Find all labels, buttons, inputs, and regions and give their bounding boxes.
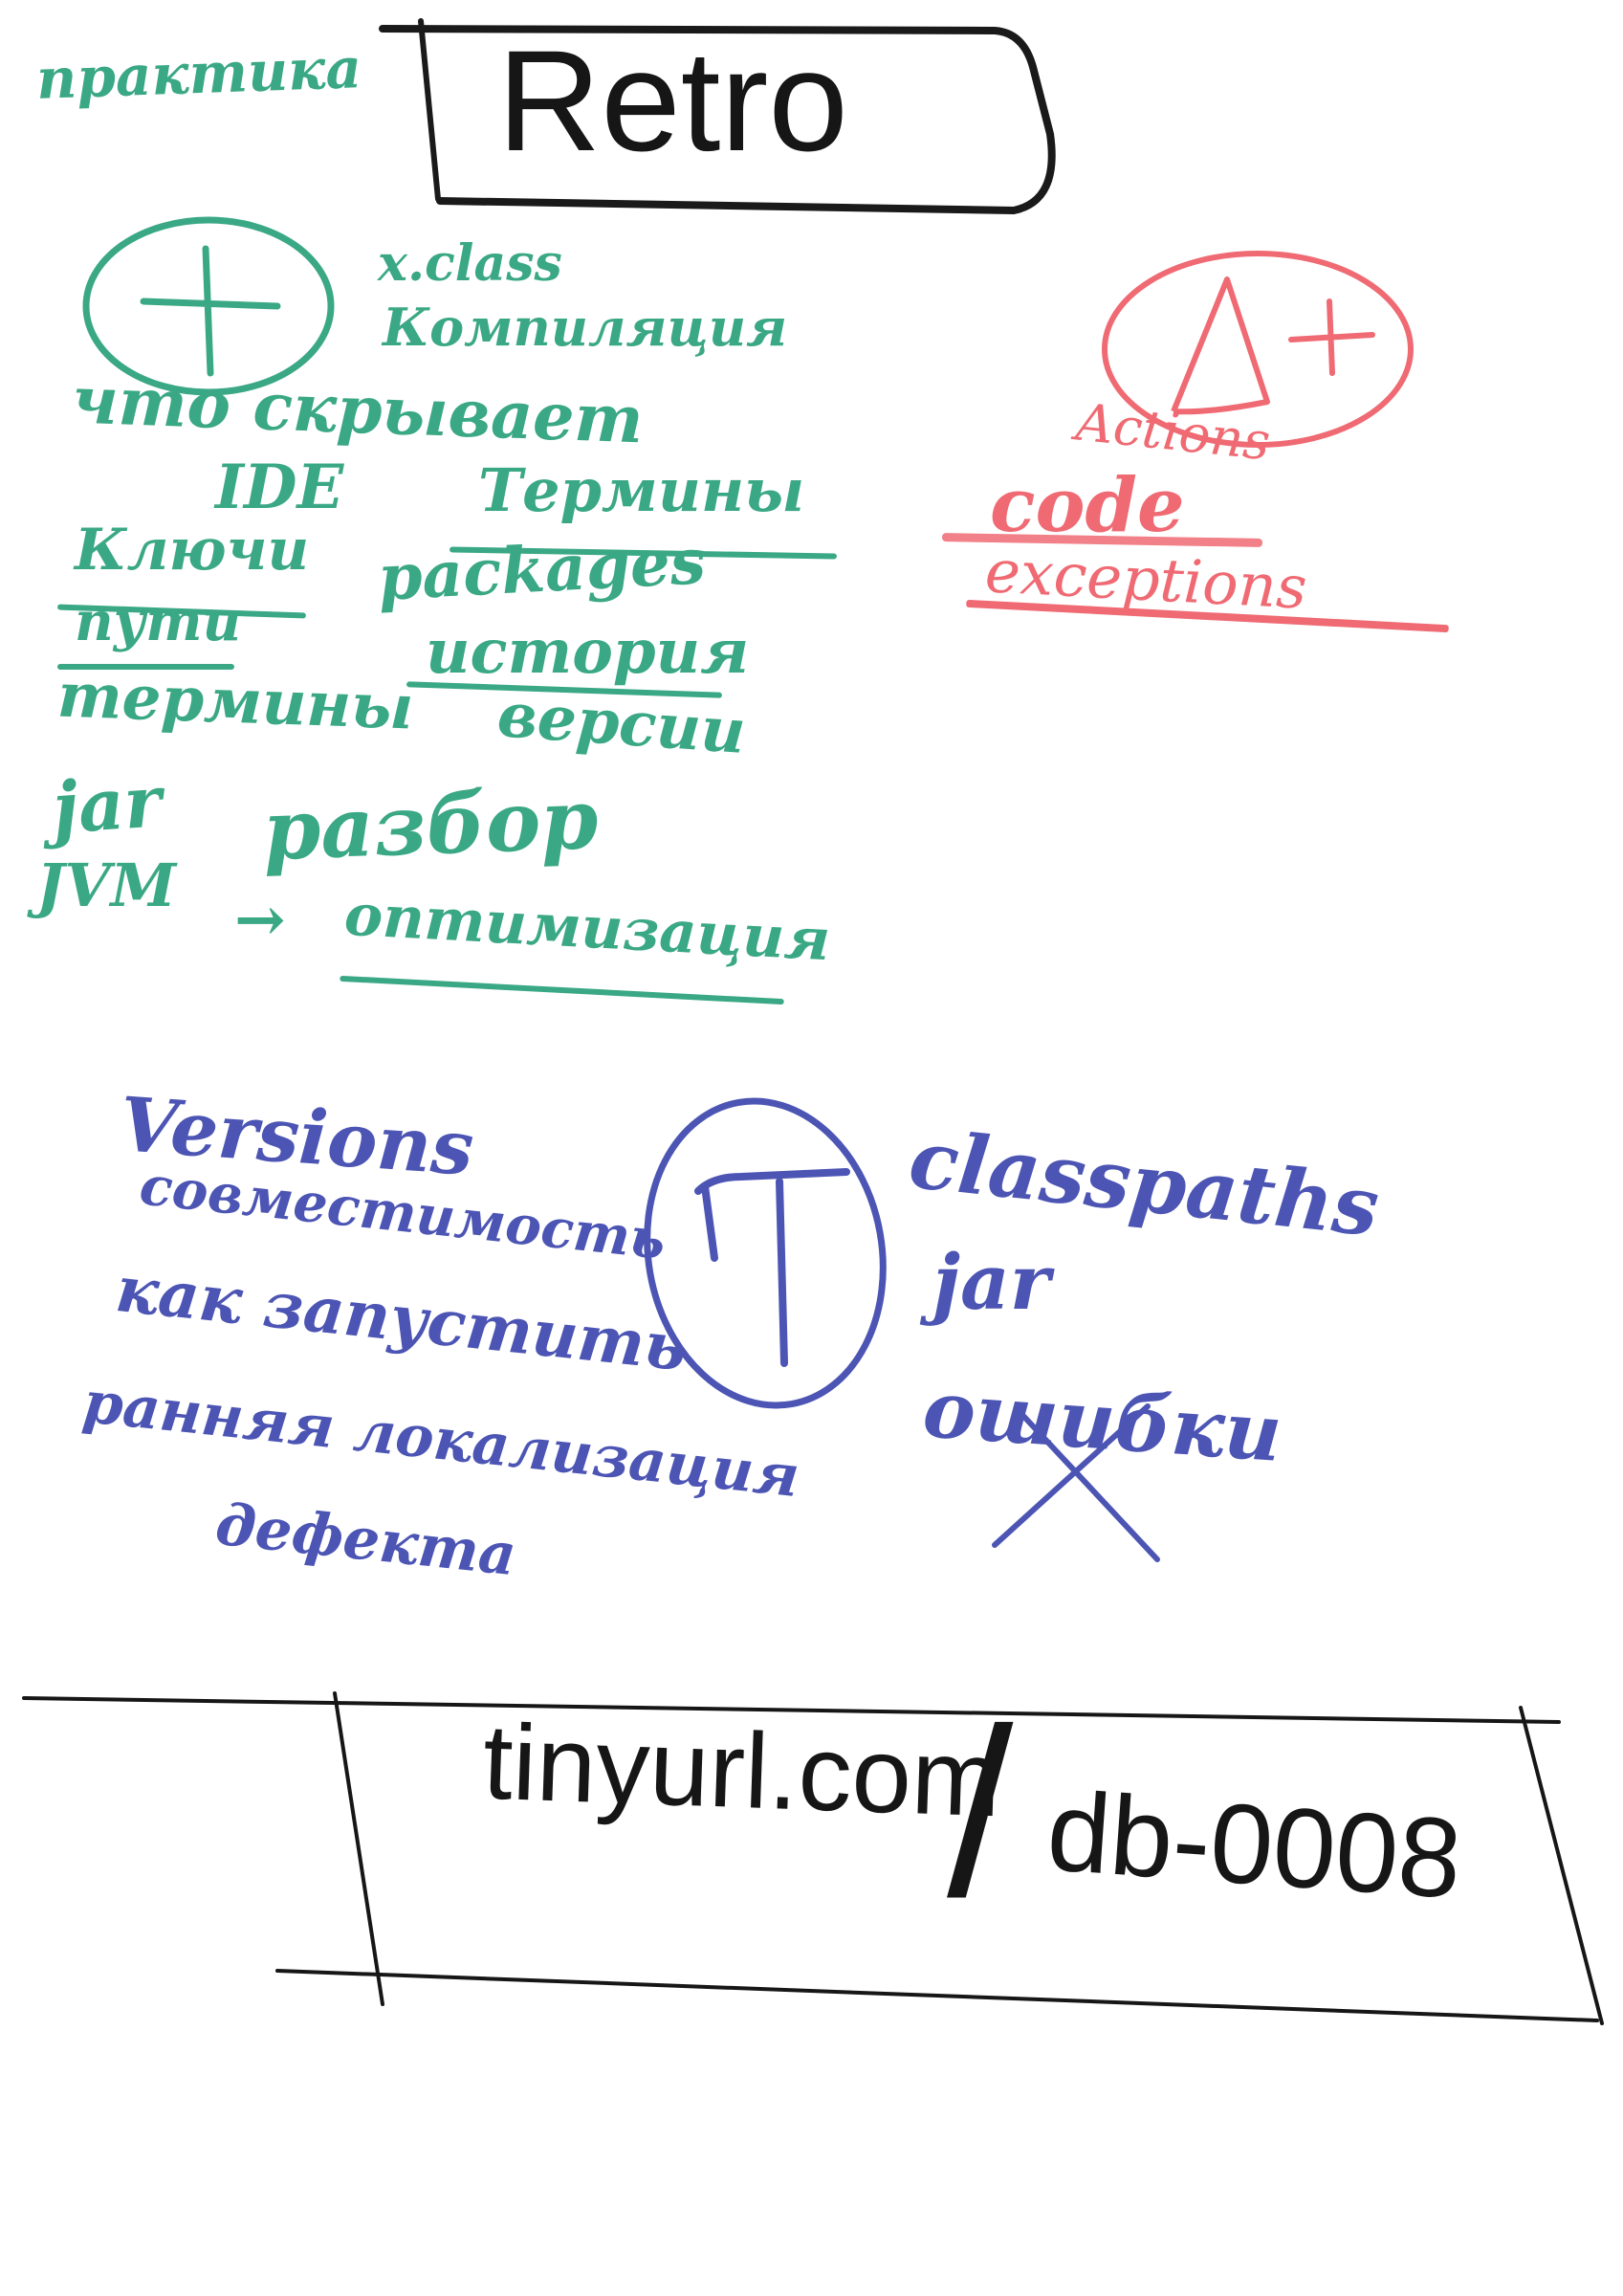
plus-item-x-class: x.class (378, 234, 562, 293)
corner-note: практика (34, 35, 363, 112)
plus-item-paths: пути (75, 590, 242, 653)
link-prefix[interactable]: tinyurl.com (481, 1701, 1003, 1840)
arrow-icon: → (234, 884, 286, 956)
plus-item-jar: jar (50, 761, 164, 850)
plus-item-optimization: оптимизация (342, 881, 832, 975)
plus-item-keys: Ключи (75, 517, 310, 584)
plus-icon (82, 216, 335, 396)
paths-underline (57, 664, 234, 670)
plus-item-history: история (426, 616, 750, 688)
theory-t-icon (644, 1097, 887, 1409)
plus-item-jvm: JVM (36, 850, 177, 920)
title-box-frame (379, 18, 1056, 215)
link-slash: / (947, 1679, 1014, 1946)
delta-plus-icon (1102, 251, 1414, 448)
blue-note-defect: дефекта (212, 1490, 519, 1590)
plus-item-ide: IDE (215, 452, 344, 523)
errors-strike-icon (992, 1403, 1160, 1562)
theory-item-classpaths: classpaths (905, 1111, 1384, 1255)
plus-item-packages: packages (376, 523, 708, 615)
delta-item-code: code (990, 462, 1185, 549)
plus-item-terms-underlined: Термины (478, 455, 805, 525)
plus-item-versions: версии (494, 679, 748, 768)
plus-item-analysis: разбор (261, 770, 600, 880)
blue-note-how-to-run: как запустить (112, 1250, 691, 1386)
plus-item-compilation: Компиляция (383, 297, 788, 358)
optimization-underline (340, 975, 784, 1005)
page-title: Retro (497, 20, 848, 181)
link-box-frame (22, 1691, 1604, 2025)
link-code[interactable]: db-0008 (1042, 1768, 1466, 1923)
theory-item-jar: jar (932, 1237, 1050, 1327)
plus-item-terms: термины (55, 659, 415, 744)
plus-item-what-hides: что скрывает (70, 362, 645, 459)
